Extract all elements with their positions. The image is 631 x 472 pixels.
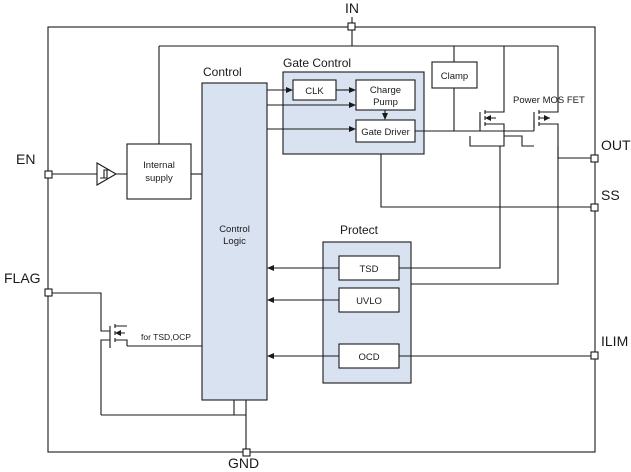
- gnd-rail-wire: [101, 400, 247, 456]
- control-logic-block: [201, 82, 268, 401]
- pin-ilim: [590, 351, 599, 360]
- charge-pump-label-1: Charge: [370, 85, 401, 96]
- pin-in: [347, 22, 356, 31]
- tsd-to-control-arrow: [267, 265, 274, 271]
- mosfet-left-arrow: [485, 115, 491, 121]
- pin-ss-label: SS: [601, 187, 620, 203]
- mosfet-body-left: [469, 136, 505, 147]
- control-to-gatedriver-arrow: [349, 126, 356, 132]
- chargepump-to-gatedriver-arrow: [382, 113, 388, 120]
- uvlo-label: UVLO: [356, 296, 382, 307]
- control-to-clk-arrow: [286, 87, 293, 93]
- ocd-block: [338, 343, 400, 369]
- pin-ss: [590, 203, 599, 212]
- uvlo-block: [338, 287, 400, 313]
- flag-note: for TSD,OCP: [141, 332, 191, 342]
- pin-flag-label: FLAG: [4, 270, 41, 286]
- control-logic-label-1: Control: [219, 224, 250, 235]
- ocd-label: OCD: [358, 352, 379, 363]
- pin-flag: [44, 288, 53, 297]
- pin-gnd: [242, 448, 251, 457]
- mosfet-link-wire: [504, 135, 534, 147]
- control-title: Control: [203, 65, 242, 79]
- internal-supply-label-1: Internal: [143, 160, 175, 171]
- tsd-label: TSD: [360, 264, 379, 275]
- flag-wire: [52, 292, 110, 332]
- clk-to-chargepump-arrow: [349, 87, 356, 93]
- charge-pump-label-2: Pump: [373, 97, 398, 108]
- pin-en: [44, 170, 53, 179]
- internal-supply-label-2: supply: [145, 173, 173, 184]
- pin-out-label: OUT: [601, 137, 631, 153]
- tsd-block: [338, 255, 400, 281]
- en-buffer-hysteresis: [100, 169, 110, 179]
- charge-pump-block: [355, 79, 416, 111]
- gate-control-title: Gate Control: [283, 56, 351, 70]
- uvlo-to-control-arrow: [267, 297, 274, 303]
- in-rail-wire: [158, 17, 559, 144]
- ocd-to-control-arrow: [267, 353, 274, 359]
- pin-in-label: IN: [345, 0, 359, 16]
- protect-title: Protect: [340, 223, 379, 237]
- clamp-label: Clamp: [441, 71, 468, 82]
- tsd-sense-wire: [399, 146, 501, 269]
- flag-fet-arrow: [115, 330, 121, 336]
- gate-driver-label: Gate Driver: [361, 127, 410, 138]
- control-logic-label-2: Logic: [223, 236, 246, 247]
- pin-gnd-label: GND: [228, 455, 259, 471]
- clk-label: CLK: [305, 86, 324, 97]
- uvlo-sense-wire: [411, 158, 559, 285]
- mosfet-right: [533, 110, 559, 158]
- control-to-chargepump-arrow: [349, 102, 356, 108]
- power-mosfet-label: Power MOS FET: [513, 95, 585, 106]
- internal-supply-block: [126, 143, 192, 200]
- pin-out: [590, 154, 599, 163]
- pin-ilim-label: ILIM: [601, 333, 628, 349]
- clamp-block: [431, 61, 478, 89]
- en-buffer: [96, 162, 118, 186]
- pin-en-label: EN: [16, 151, 35, 167]
- ss-wire: [380, 154, 591, 208]
- mosfet-right-arrow: [544, 115, 550, 121]
